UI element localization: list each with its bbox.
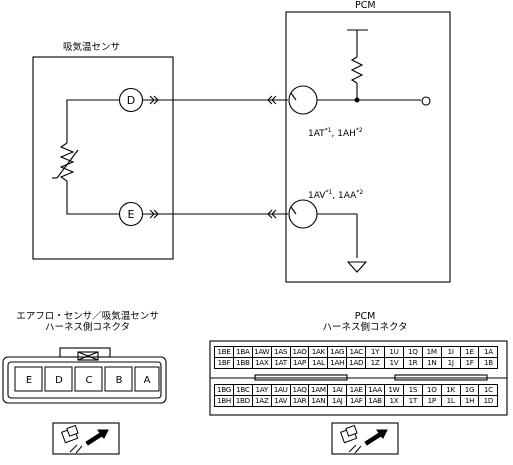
right-connector-title: PCM ハーネス側コネクタ	[322, 311, 408, 333]
pcm-pin-cell: 1AK	[308, 346, 329, 358]
right-view-icon-frame	[331, 422, 399, 455]
thermistor-symbol	[59, 142, 75, 183]
left-pin-label: C	[86, 375, 93, 386]
pin-d-label: D	[127, 94, 135, 107]
pcm-pin-cell: 1BC	[232, 384, 253, 396]
pcm-connector-pins-lower: 1BG 1BC 1AY 1AU 1AQ 1AM 1AI 1AE 1AA 1W 1…	[214, 384, 499, 407]
connector-view-icon	[61, 424, 109, 454]
pcm-pin-cell: 1F	[459, 357, 480, 369]
pcm-pin-cell: 1J	[440, 357, 461, 369]
left-pin-label: A	[144, 375, 151, 386]
pcm-pin-cell: 1Q	[402, 346, 423, 358]
left-pin-label: E	[26, 375, 32, 386]
pcm-pin-cell: 1AD	[346, 357, 367, 369]
pcm-pin-cell: 1AH	[327, 357, 348, 369]
pcm-pin-lower-label: 1AV*1, 1AA*2	[308, 189, 364, 201]
pcm-pin-cell: 1I	[440, 346, 461, 358]
pcm-pin-cell: 1L	[440, 395, 461, 407]
pcm-pin-cell: 1Y	[365, 346, 386, 358]
pcm-pin-cell: 1AN	[308, 395, 329, 407]
pcm-pin-cell: 1AI	[327, 384, 348, 396]
pcm-pin-cell: 1G	[459, 384, 480, 396]
left-connector-title: エアフロ・センサ／吸気温センサ ハーネス側コネクタ	[16, 311, 159, 333]
pcm-pin-cell: 1BD	[232, 395, 253, 407]
pcm-pin-cell: 1BE	[214, 346, 234, 358]
pcm-pin-cell: 1AG	[327, 346, 348, 358]
ground-symbol	[346, 261, 368, 273]
pcm-pin-cell: 1O	[421, 384, 442, 396]
pcm-pin-cell: 1AA	[365, 384, 386, 396]
pcm-pin-cell: 1AC	[346, 346, 367, 358]
pcm-title: PCM	[355, 0, 376, 11]
pcm-pin-cell: 1M	[421, 346, 442, 358]
pcm-pin-cell: 1C	[478, 384, 499, 396]
pcm-pullup-resistor	[350, 56, 364, 84]
pcm-pin-cell: 1W	[384, 384, 404, 396]
pcm-pin-cell: 1P	[421, 395, 442, 407]
pcm-pin-cell: 1V	[384, 357, 404, 369]
pcm-pin-cell: 1AV	[270, 395, 291, 407]
pcm-pin-cell: 1H	[459, 395, 480, 407]
pcm-pin-cell: 1S	[402, 384, 423, 396]
pcm-pin-cell: 1T	[402, 395, 423, 407]
pcm-pin-cell: 1BF	[214, 357, 234, 369]
pcm-pin-upper-label: 1AT*1, 1AH*2	[308, 127, 363, 139]
pcm-pin-cell: 1X	[384, 395, 404, 407]
connector-view-icon	[340, 424, 388, 454]
pcm-connector-pins-upper: 1BE 1BA 1AW 1AS 1AO 1AK 1AG 1AC 1Y 1U 1Q…	[214, 346, 499, 369]
sensor-box	[32, 56, 174, 260]
pcm-pin-cell: 1E	[459, 346, 480, 358]
pcm-pin-cell: 1AB	[365, 395, 386, 407]
pcm-pin-cell: 1AF	[346, 395, 367, 407]
pcm-pin-cell: 1AU	[270, 384, 291, 396]
pcm-pin-cell: 1AQ	[289, 384, 310, 396]
pcm-pin-cell: 1AM	[308, 384, 329, 396]
pcm-pin-cell: 1AS	[270, 346, 291, 358]
pcm-pin-cell: 1R	[402, 357, 423, 369]
right-connector-key	[254, 374, 348, 381]
left-pin-label: B	[116, 375, 123, 386]
pin-e-label: E	[128, 208, 135, 221]
pcm-pin-cell: 1AX	[251, 357, 272, 369]
pcm-pin-cell: 1U	[384, 346, 404, 358]
pcm-pin-cell: 1AJ	[327, 395, 348, 407]
pcm-pin-1av-circle	[288, 199, 318, 229]
left-view-icon-frame	[52, 422, 120, 455]
pcm-output-terminal	[421, 96, 431, 106]
pcm-pin-cell: 1BA	[232, 346, 253, 358]
pcm-pin-cell: 1Z	[365, 357, 386, 369]
pcm-pin-cell: 1A	[478, 346, 499, 358]
pcm-pin-cell: 1BG	[214, 384, 234, 396]
pcm-pin-cell: 1B	[478, 357, 499, 369]
pcm-pin-cell: 1K	[440, 384, 461, 396]
pcm-pin-1at-circle	[288, 85, 318, 115]
pcm-pin-cell: 1AR	[289, 395, 310, 407]
pcm-pin-cell: 1AO	[289, 346, 310, 358]
pcm-box	[285, 11, 451, 283]
sensor-title: 吸気温センサ	[63, 42, 121, 53]
pcm-pin-cell: 1AZ	[251, 395, 272, 407]
pcm-pin-cell: 1N	[421, 357, 442, 369]
pcm-pin-cell: 1AL	[308, 357, 329, 369]
left-connector-pins	[14, 366, 160, 392]
left-pin-label: D	[55, 375, 63, 386]
pcm-pin-cell: 1AY	[251, 384, 272, 396]
pcm-pin-cell: 1BB	[232, 357, 253, 369]
pcm-pin-cell: 1D	[478, 395, 499, 407]
pcm-pin-cell: 1BH	[214, 395, 234, 407]
pcm-pin-cell: 1AE	[346, 384, 367, 396]
pcm-pin-cell: 1AW	[251, 346, 272, 358]
pcm-pin-cell: 1AT	[270, 357, 291, 369]
pcm-pin-cell: 1AP	[289, 357, 310, 369]
